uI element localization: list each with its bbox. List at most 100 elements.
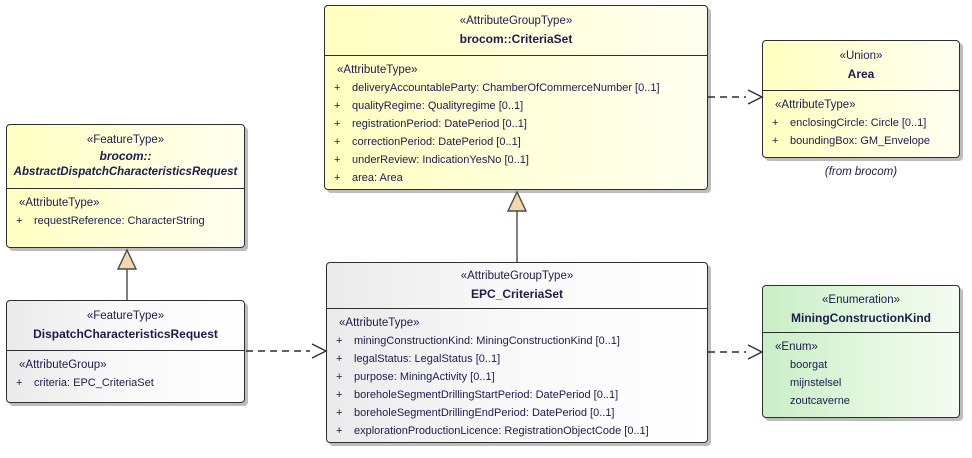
visibility-marker: + <box>334 118 341 130</box>
class-stereotype: «FeatureType» <box>86 134 165 146</box>
enumeration-box-mining-construction-kind: «Enumeration» MiningConstructionKind «En… <box>762 285 960 418</box>
attribute-text: deliveryAccountableParty: ChamberOfComme… <box>352 82 660 94</box>
attribute-section-label: «AttributeType» <box>337 64 418 76</box>
class-stereotype: «Union» <box>839 50 883 62</box>
attribute-text: explorationProductionLicence: Registrati… <box>354 425 649 437</box>
attribute-text: enclosingCircle: Circle [0..1] <box>790 117 927 129</box>
attribute-row: + miningConstructionKind: MiningConstruct… <box>330 332 704 350</box>
attribute-text: legalStatus: LegalStatus [0..1] <box>354 353 501 365</box>
open-arrowhead-icon <box>311 343 328 359</box>
visibility-marker <box>766 374 790 392</box>
attribute-row: + qualityRegime: Qualityregime [0..1] <box>328 97 704 115</box>
attribute-section-label: «AttributeGroup» <box>19 359 107 371</box>
attribute-row: + legalStatus: LegalStatus [0..1] <box>330 350 704 368</box>
dependency-arrow-criteriaset-to-area <box>708 89 764 105</box>
attribute-text: underReview: IndicationYesNo [0..1] <box>352 154 529 166</box>
visibility-marker: + <box>334 154 341 166</box>
generalization-arrow-dispatch-to-abstract <box>116 248 138 300</box>
class-box-dispatch-characteristics-request: «FeatureType» DispatchCharacteristicsReq… <box>6 300 245 403</box>
attribute-section-label: «Enum» <box>775 341 818 353</box>
class-attributes: «AttributeGroup» +criteria: EPC_Criteria… <box>7 351 244 402</box>
attribute-text: requestReference: CharacterString <box>34 215 205 227</box>
from-package-note: (from brocom) <box>824 166 898 178</box>
class-attributes: «AttributeType» + miningConstructionKind:… <box>327 309 707 442</box>
attribute-row: + enclosingCircle: Circle [0..1] <box>766 114 956 132</box>
attribute-text: criteria: EPC_CriteriaSet <box>34 377 154 389</box>
class-stereotype: «Enumeration» <box>822 293 900 306</box>
visibility-marker: + <box>772 135 779 147</box>
class-name-package: brocom:: <box>99 149 152 163</box>
attribute-row: +criteria: EPC_CriteriaSet <box>10 374 241 392</box>
generalization-triangle-icon <box>116 248 138 270</box>
class-name: EPC_CriteriaSet <box>470 287 564 301</box>
attribute-row: + correctionPeriod: DatePeriod [0..1] <box>328 133 704 151</box>
class-header: «FeatureType» brocom:: AbstractDispatchC… <box>7 125 244 189</box>
generalization-triangle-icon <box>506 190 528 212</box>
class-name: brocom::CriteriaSet <box>459 32 573 46</box>
visibility-marker: + <box>336 389 343 401</box>
class-header: «AttributeGroupType» EPC_CriteriaSet <box>327 263 707 309</box>
enum-literals: «Enum» boorgat mijnstelsel zoutcaverne <box>763 333 959 417</box>
class-box-epc-criteriaset: «AttributeGroupType» EPC_CriteriaSet «At… <box>326 262 708 443</box>
class-stereotype: «AttributeGroupType» <box>459 15 573 27</box>
dependency-arrow-dispatch-to-epc <box>246 343 328 359</box>
class-attributes: «AttributeType» + enclosingCircle: Circle… <box>763 91 959 157</box>
attribute-section-label: «AttributeType» <box>775 99 856 111</box>
attribute-text: area: Area <box>352 172 403 184</box>
enum-literal-text: zoutcaverne <box>790 395 850 407</box>
attribute-row: + area: Area <box>328 169 704 187</box>
attribute-text: qualityRegime: Qualityregime [0..1] <box>352 100 524 112</box>
attribute-text: purpose: MiningActivity [0..1] <box>354 371 495 383</box>
visibility-marker: + <box>334 172 341 184</box>
visibility-marker: + <box>336 353 343 365</box>
attribute-row: + registrationPeriod: DatePeriod [0..1] <box>328 115 704 133</box>
class-name: Area <box>847 67 875 81</box>
attribute-text: boreholeSegmentDrillingEndPeriod: DatePe… <box>354 407 615 419</box>
visibility-marker: + <box>336 335 343 347</box>
class-stereotype: «AttributeGroupType» <box>460 270 574 282</box>
class-header: «AttributeGroupType» brocom::CriteriaSet <box>325 6 707 56</box>
attribute-row: + boreholeSegmentDrillingEndPeriod: DateP… <box>330 404 704 422</box>
class-header: «FeatureType» DispatchCharacteristicsReq… <box>7 301 244 351</box>
visibility-marker: + <box>16 215 23 227</box>
attribute-row: + underReview: IndicationYesNo [0..1] <box>328 151 704 169</box>
enum-literal-text: boorgat <box>790 359 828 371</box>
enum-literal-row: zoutcaverne <box>766 392 956 410</box>
attribute-row: + explorationProductionLicence: Registrat… <box>330 422 704 440</box>
attribute-section-label: «AttributeType» <box>19 197 100 209</box>
class-attributes: «AttributeType» +deliveryAccountablePart… <box>325 56 707 189</box>
class-header: «Union» Area <box>763 41 959 91</box>
visibility-marker: + <box>336 371 343 383</box>
generalization-arrow-epc-to-criteriaset <box>506 190 528 262</box>
attribute-row: +deliveryAccountableParty: ChamberOfComm… <box>328 79 704 97</box>
enum-literal-text: mijnstelsel <box>790 377 842 389</box>
visibility-marker: + <box>334 136 341 148</box>
attribute-text: correctionPeriod: DatePeriod [0..1] <box>352 136 521 148</box>
open-arrowhead-icon <box>747 89 764 105</box>
dependency-arrow-epc-to-enum <box>708 344 764 360</box>
class-name: AbstractDispatchCharacteristicsRequest <box>13 166 238 178</box>
visibility-marker: + <box>336 407 343 419</box>
class-box-area: «Union» Area «AttributeType» + enclosingC… <box>762 40 960 158</box>
attribute-row: + boundingBox: GM_Envelope <box>766 132 956 150</box>
attribute-row: + purpose: MiningActivity [0..1] <box>330 368 704 386</box>
class-header: «Enumeration» MiningConstructionKind <box>763 286 959 333</box>
class-attributes: «AttributeType» + requestReference: Chara… <box>7 189 244 247</box>
visibility-marker: + <box>336 425 343 437</box>
attribute-row: +boreholeSegmentDrillingStartPeriod: Dat… <box>330 386 704 404</box>
enum-literal-row: mijnstelsel <box>766 374 956 392</box>
class-name: MiningConstructionKind <box>791 310 931 325</box>
open-arrowhead-icon <box>747 344 764 360</box>
attribute-row: + requestReference: CharacterString <box>10 212 241 230</box>
visibility-marker: + <box>772 117 779 129</box>
attribute-text: registrationPeriod: DatePeriod [0..1] <box>352 118 527 130</box>
class-stereotype: «FeatureType» <box>86 310 165 322</box>
class-name: DispatchCharacteristicsRequest <box>33 327 218 341</box>
attribute-text: boundingBox: GM_Envelope <box>790 135 931 147</box>
visibility-marker: + <box>334 100 341 112</box>
visibility-marker <box>766 356 790 374</box>
attribute-text: miningConstructionKind: MiningConstructi… <box>354 335 620 347</box>
attribute-section-label: «AttributeType» <box>339 317 420 329</box>
class-box-brocom-criteriaset: «AttributeGroupType» brocom::CriteriaSet… <box>324 5 708 190</box>
